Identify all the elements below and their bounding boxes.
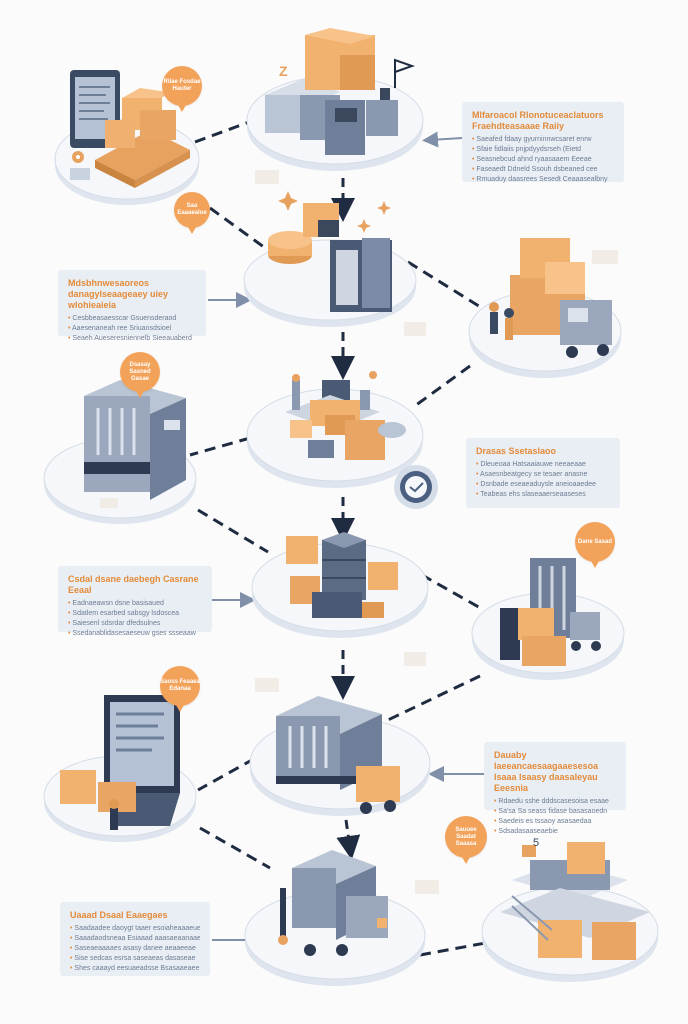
- panel-item: Asaesnbeatgecy se tesaer anasne: [476, 470, 610, 480]
- info-panel-2: Mdsbhnwesaoreos danagylseaageaey uiey wl…: [58, 270, 206, 342]
- panel-item: Faseaedt Ddneld Ssouh dsbeaned cee: [472, 165, 614, 175]
- panel-title: Mlfaroacol Rlonotuceaclatuors Fraehdteas…: [472, 110, 604, 131]
- panel-item: Rmuaduy daasrees Sesedt Ceaaasealbny: [472, 175, 614, 185]
- panel-title: Mdsbhnwesaoreos danagylseaageaey uiey wl…: [68, 278, 169, 310]
- info-panel-5: Dauaby laeeancaesaagaaesesoa lsaaa lsaas…: [484, 742, 626, 835]
- container-truck-illustration: [276, 696, 400, 814]
- panel-item: Saiesenl sdsrdar dfedsulnes: [68, 619, 202, 629]
- panel-title: Csdal dsane daebegh Casrane Eeaal: [68, 574, 199, 595]
- laptop-illustration: [60, 695, 180, 830]
- sparkle-icons: [278, 191, 391, 233]
- panel-title: Uaaad Dsaal Eaaegaes: [70, 910, 168, 920]
- sorting-hub-illustration: [285, 371, 406, 460]
- panel-item: Seasnebcud ahnd ryaasaaem Eeeae: [472, 155, 614, 165]
- panel-item: Eadnaeawsn dsne basisaued: [68, 599, 202, 609]
- crate-stack-illustration: [286, 532, 398, 618]
- callout-bubble-1: Rilae Fosdae Hauter: [162, 66, 202, 112]
- clock-icon: [394, 465, 438, 509]
- connector-11: [419, 938, 503, 957]
- panel-item: Dleueoaa Hatsaaiauwe neeaeaae: [476, 460, 610, 470]
- flag-mark: Z: [279, 63, 288, 79]
- callout-bubble-5: Saoss Feaaea Edanaa: [160, 666, 200, 712]
- info-panel-3: Drasas Ssetaslaoo Dleueoaa Hatsaaiauwe n…: [466, 438, 620, 508]
- decor-cubes: [100, 170, 618, 894]
- info-panel-6: Uaaad Dsaal Eaaegaes Saadaadee daoygt ta…: [60, 902, 210, 976]
- panel-item: Sa'sa Sa seass fidase basasaoedn: [494, 807, 616, 817]
- panel-item: Saaadaodsneaa Esiaaad aaasaeaanaae: [70, 934, 200, 944]
- tray-icon: [70, 168, 90, 180]
- callout-bubble-3: Dsasay Sasned Gasae: [120, 352, 160, 398]
- callout-bubble-6: Sauuee Saadat Saaasa: [445, 816, 487, 864]
- panel-item: Aaesenaneah ree Sriuansdsioel: [68, 324, 196, 334]
- panel-item: Rdaedu sshe dddscasesoisa esaae: [494, 797, 616, 807]
- packing-station-illustration: [268, 203, 392, 312]
- panel-item: Shes caaayd eesuaeadsse Bsasaaeaee: [70, 964, 200, 974]
- flag-icon: [394, 58, 416, 88]
- delivery-van-illustration: [278, 850, 388, 956]
- truck-loading-illustration: [489, 238, 612, 358]
- platforms: [43, 75, 659, 986]
- connector-2: [209, 206, 269, 252]
- panel-item: Saeafed fdaay gyurninnwcsaret enrw: [472, 135, 614, 145]
- panel-title: Drasas Ssetaslaoo: [476, 446, 557, 456]
- connector-3: [407, 260, 483, 310]
- storage-shelf-illustration: [500, 842, 650, 960]
- callout-bubble-2: Saa Eaaaealoe: [174, 192, 210, 234]
- connector-9: [197, 748, 271, 792]
- gear-small-1: [72, 151, 84, 163]
- connector-6: [197, 508, 269, 554]
- distribution-center-illustration: [500, 558, 601, 666]
- panel-item: Saedeis es tssaoy asasaedaa: [494, 817, 616, 827]
- panel-item: Cesbbeasaesscar Gsuensderaod: [68, 314, 196, 324]
- tablet-illustration: [70, 70, 120, 148]
- warehouse-illustration: [84, 380, 186, 500]
- side-arrow-1: [422, 131, 463, 148]
- panel-item: Sise sedcas esrsa saseaeas dasaseae: [70, 954, 200, 964]
- panel-item: Sdatlem esarbed sabsgy lsdoscea: [68, 609, 202, 619]
- panel-item: Seaeh Aueseresniennelb Sieeauaberd: [68, 334, 196, 344]
- pallet-boxes-1: [95, 88, 190, 188]
- info-panel-1: Mlfaroacol Rlonotuceaclatuors Fraehdteas…: [462, 102, 624, 185]
- info-panel-4: Csdal dsane daebegh Casrane Eeaal Eadnae…: [58, 566, 212, 637]
- corner-number: 5: [533, 837, 539, 849]
- connectors: [189, 116, 503, 957]
- panel-item: Saadaadee daoygt taaer esoiaheaaaeue: [70, 924, 200, 934]
- panel-item: Ssedanablidasesaeseuw gses ssseaaw: [68, 629, 202, 639]
- connector-5: [189, 436, 251, 457]
- callout-bubble-4: Dane Sasad: [575, 522, 615, 568]
- machines-illustration: [265, 28, 398, 155]
- panel-item: Sfaie fidlaiis pnjpdyydsrseh (Eietd: [472, 145, 614, 155]
- panel-item: Teabeas ehs slaseaaerseaaseses: [476, 490, 610, 500]
- panel-item: Sdsadasaaseaebie: [494, 827, 616, 837]
- vertical-arrows: [331, 178, 361, 860]
- panel-item: Saseaeaaaaes asasy danee aeaaeeae: [70, 944, 200, 954]
- panel-title: Dauaby laeeancaesaagaaesesoa lsaaa lsaas…: [494, 750, 599, 793]
- connector-10: [199, 826, 271, 870]
- arrow-down-5: [336, 819, 361, 860]
- connector-8: [387, 674, 481, 722]
- panel-item: Dsnbade eseaeaduysle aneioaaedee: [476, 480, 610, 490]
- connector-4: [411, 364, 471, 410]
- connector-7: [405, 564, 485, 612]
